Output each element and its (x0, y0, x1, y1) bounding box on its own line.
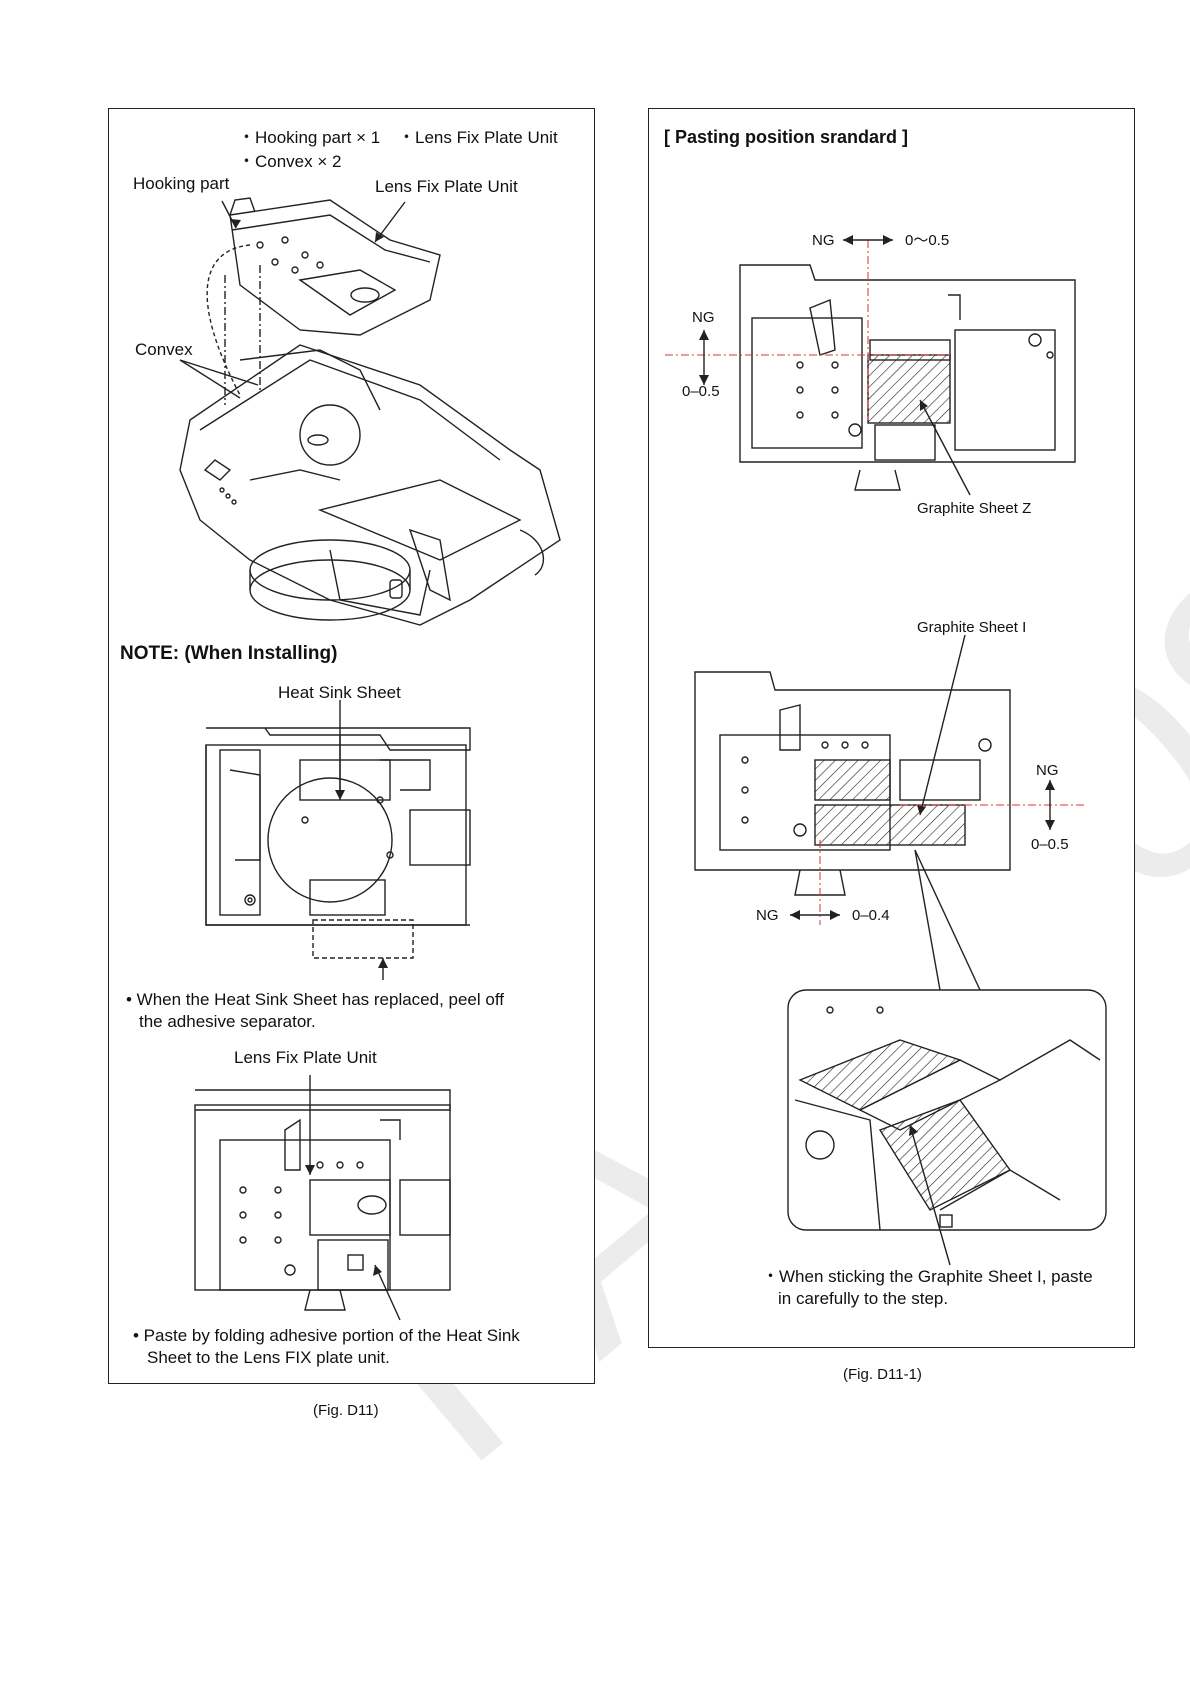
bullet-lens-fix-plate: ・Lens Fix Plate Unit (398, 128, 558, 147)
convex-leader-1 (179, 359, 241, 399)
figure-d11-panel (108, 108, 595, 1384)
graphite-z-leader (919, 399, 971, 496)
camera-body-drawing (179, 344, 561, 626)
ng-label-right: NG (1036, 762, 1059, 779)
convex-leader-2 (179, 359, 259, 386)
ng-label-bottom: NG (756, 907, 779, 924)
note2-line2: Sheet to the Lens FIX plate unit. (147, 1348, 390, 1367)
heat-sink-drawing (205, 727, 471, 959)
lens-fix-plate-drawing (206, 197, 441, 405)
range-v1-label: 0–0.5 (682, 383, 720, 400)
range-h2-label: 0–0.4 (852, 907, 890, 924)
note1-line2: the adhesive separator. (139, 1012, 316, 1031)
lens-fix-plate-label: Lens Fix Plate Unit (375, 177, 518, 196)
graphite-note-line1: ・When sticking the Graphite Sheet I, pas… (762, 1267, 1093, 1286)
note2-line1: • Paste by folding adhesive portion of t… (133, 1326, 520, 1345)
figure-d11-1-caption: (Fig. D11-1) (843, 1366, 922, 1383)
step-leader (909, 1124, 951, 1266)
graphite-i-drawing (694, 671, 1011, 896)
heat-sink-sheet-label: Heat Sink Sheet (278, 683, 401, 702)
detail-inset-frame (787, 989, 1107, 1231)
detail-leader-2 (914, 849, 981, 991)
pasting-position-heading: [ Pasting position srandard ] (664, 127, 909, 147)
figure-d11-caption: (Fig. D11) (313, 1402, 379, 1419)
convex-label: Convex (135, 340, 193, 359)
ng-label-left: NG (692, 309, 715, 326)
range-v2-label: 0–0.5 (1031, 836, 1069, 853)
note1-line1: • When the Heat Sink Sheet has replaced,… (126, 990, 504, 1009)
graphite-z-drawing (739, 264, 1076, 491)
bullet-hooking-part: ・Hooking part × 1 (238, 128, 381, 147)
lens-fix-installed-drawing (194, 1089, 451, 1311)
fold-leader (374, 1264, 401, 1321)
graphite-i-leader (919, 634, 966, 816)
detail-leader-1 (914, 849, 941, 991)
hooking-part-label: Hooking part (133, 174, 230, 193)
ng-label-top: NG (812, 232, 835, 249)
lens-fix-plate-label-2: Lens Fix Plate Unit (234, 1048, 377, 1067)
graphite-i-label: Graphite Sheet I (917, 619, 1027, 636)
bullet-convex: ・Convex × 2 (238, 152, 342, 171)
graphite-note-line2: in carefully to the step. (778, 1289, 949, 1308)
detail-inset-drawing (794, 1006, 1101, 1231)
range-h1-label: 0〜0.5 (905, 232, 950, 249)
note-heading: NOTE: (When Installing) (120, 643, 338, 664)
graphite-z-label: Graphite Sheet Z (917, 500, 1032, 517)
